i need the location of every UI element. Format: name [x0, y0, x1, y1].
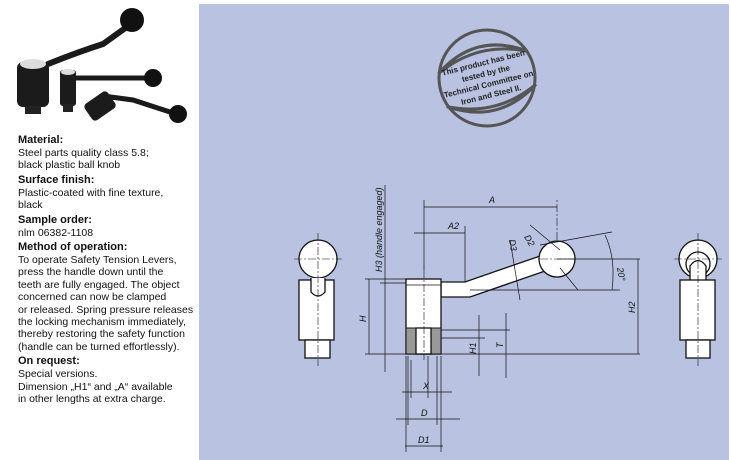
material-title: Material: — [18, 134, 64, 146]
front-view — [405, 200, 576, 360]
request-text: Special versions. Dimension „H1“ and „A“… — [18, 368, 173, 406]
label-A: A — [488, 195, 495, 205]
method-title: Method of operation: — [18, 241, 128, 254]
label-H: H — [358, 315, 368, 322]
certification-stamp: This product has been tested by the Tech… — [437, 28, 538, 128]
technical-drawing-panel: This product has been tested by the Tech… — [199, 4, 729, 460]
order-title: Sample order: — [18, 213, 92, 226]
label-D1: D1 — [418, 435, 430, 445]
lever-small — [84, 91, 187, 123]
product-photo — [17, 8, 187, 123]
lever-medium — [60, 69, 162, 112]
side-view-left — [294, 233, 342, 366]
dimension-labels: A A2 D2 D3 20° H3 (handle engaged) H H1 … — [358, 187, 637, 445]
label-A2: A2 — [447, 221, 459, 231]
label-D: D — [421, 408, 428, 418]
label-H3: H3 (handle engaged) — [374, 187, 384, 272]
dimension-lines — [365, 185, 640, 452]
label-T: T — [495, 341, 505, 348]
label-H1: H1 — [468, 342, 478, 354]
label-angle: 20° — [615, 266, 627, 283]
label-X: X — [422, 381, 430, 391]
material-text: Steel parts quality class 5.8; black pla… — [18, 147, 149, 172]
order-text: nlm 06382-1108 — [18, 226, 94, 239]
side-view-right — [674, 233, 722, 366]
label-D2: D2 — [522, 233, 536, 248]
method-text: To operate Safety Tension Levers, press … — [18, 254, 194, 353]
lever-large — [17, 8, 144, 114]
specifications: Material: Steel parts quality class 5.8;… — [18, 134, 200, 408]
technical-drawing: This product has been tested by the Tech… — [294, 28, 722, 452]
label-D3: D3 — [507, 239, 519, 252]
finish-title: Surface finish: — [18, 173, 95, 186]
request-title: On request: — [18, 355, 80, 368]
finish-text: Plastic-coated with fine texture, black — [18, 186, 164, 212]
label-H2: H2 — [627, 301, 637, 313]
